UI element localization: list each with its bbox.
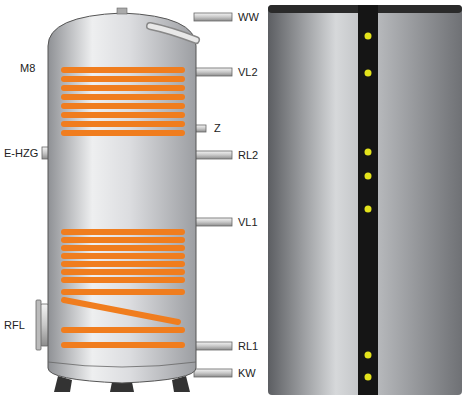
coil-winding [64,112,182,118]
coil-winding [64,269,182,275]
indicator-dots [365,33,372,381]
connection-label: RL1 [238,340,258,352]
coil-winding [64,300,178,322]
coil-winding [64,67,182,73]
coil-winding [64,76,182,82]
immersion-tube [150,26,196,40]
coil-winding [64,229,182,235]
coil-winding [64,121,182,127]
insulated-tank [268,5,462,395]
tank-body [48,13,196,383]
coil-winding [64,289,182,295]
coil-winding [64,103,182,109]
coil-winding [64,85,182,91]
coil-winding [64,130,182,136]
connection-label: WW [238,11,259,23]
connection-label: VL1 [238,216,258,228]
connection-label: Z [214,122,221,134]
connection-label: RL2 [238,149,258,161]
connection-label: M8 [20,62,35,74]
coil-winding [64,277,182,283]
connection-label: KW [238,367,256,379]
coil-winding [64,342,182,348]
coil-winding [64,94,182,100]
coil-winding [64,245,182,251]
connection-label: E-HZG [4,147,38,159]
coil-winding [64,253,182,259]
coil-winding [64,327,182,333]
black-stripe [358,5,378,395]
coil-winding [64,237,182,243]
connection-label: VL2 [238,66,258,78]
heat-exchanger-coil [64,70,182,345]
coil-winding [64,261,182,267]
connection-label: RFL [4,319,25,331]
